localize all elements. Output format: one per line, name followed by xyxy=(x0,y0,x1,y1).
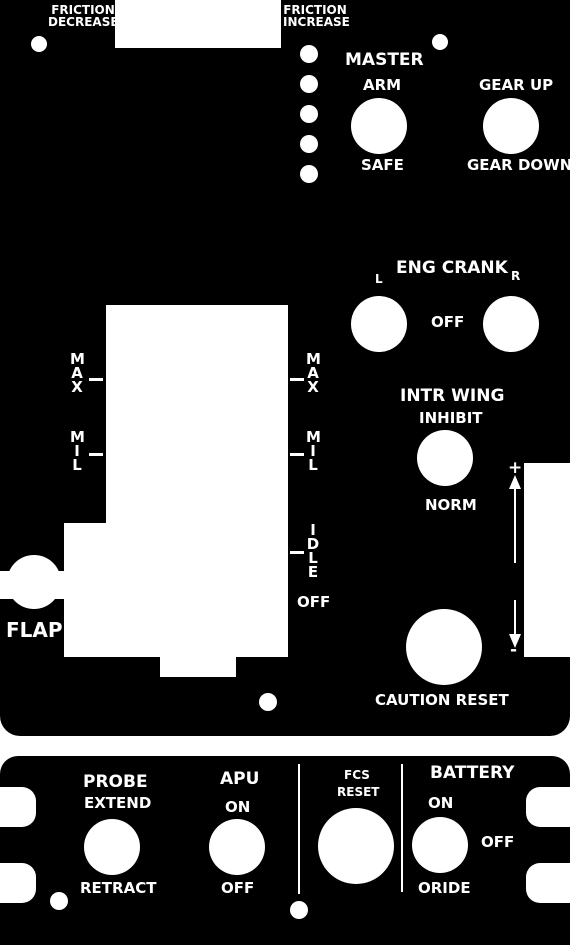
battery-title: BATTERY xyxy=(430,763,515,783)
right-mil-label: MIL xyxy=(306,428,321,474)
throttle-quadrant-panel: FRICTION DECREASE FRICTION INCREASE MAST… xyxy=(0,0,570,736)
fcs-reset-label: RESET xyxy=(337,785,380,799)
top-cutout xyxy=(115,0,281,48)
probe-retract-label: RETRACT xyxy=(80,879,157,897)
right-idle-tick xyxy=(290,551,304,554)
master-arm-switch[interactable] xyxy=(351,98,407,154)
eng-crank-right-knob[interactable] xyxy=(483,296,539,352)
probe-title: PROBE xyxy=(83,772,148,792)
flap-switch[interactable] xyxy=(7,555,61,609)
friction-indicator-dot xyxy=(300,135,318,153)
eng-crank-off-label: OFF xyxy=(431,313,465,331)
master-title: MASTER xyxy=(345,50,424,70)
gear-down-label: GEAR DOWN xyxy=(467,156,570,174)
master-arm-label: ARM xyxy=(363,76,402,94)
right-mil-tick xyxy=(290,453,304,456)
divider-line xyxy=(298,764,300,894)
intr-wing-norm-label: NORM xyxy=(425,496,477,514)
battery-oride-label: ORIDE xyxy=(418,879,471,897)
intr-wing-title: INTR WING xyxy=(400,386,505,406)
screw-hole xyxy=(50,892,68,910)
screw-hole xyxy=(31,36,47,52)
probe-switch[interactable] xyxy=(84,819,140,875)
left-mil-label: MIL xyxy=(70,428,85,474)
right-max-label: MAX xyxy=(306,350,321,396)
fcs-reset-button[interactable] xyxy=(318,808,394,884)
gear-up-label: GEAR UP xyxy=(479,76,554,94)
friction-indicator-dot xyxy=(300,165,318,183)
friction-indicator-dot xyxy=(300,105,318,123)
divider-line xyxy=(401,764,403,892)
probe-extend-label: EXTEND xyxy=(84,794,152,812)
screw-hole xyxy=(290,901,308,919)
friction-increase-label: FRICTION INCREASE xyxy=(283,3,350,29)
left-max-tick xyxy=(89,378,103,381)
friction-indicator-dot xyxy=(300,45,318,63)
mounting-slot xyxy=(526,787,570,827)
battery-on-label: ON xyxy=(428,794,454,812)
right-max-tick xyxy=(290,378,304,381)
master-safe-label: SAFE xyxy=(361,156,404,174)
eng-crank-right-label: R xyxy=(511,269,521,283)
battery-switch[interactable] xyxy=(412,817,468,873)
trim-arrow-up-icon xyxy=(509,475,521,563)
intr-wing-inhibit-label: INHIBIT xyxy=(419,409,483,427)
mounting-slot xyxy=(526,863,570,903)
caution-reset-button[interactable] xyxy=(406,609,482,685)
throttle-off-label: OFF xyxy=(297,593,331,611)
caution-reset-label: CAUTION RESET xyxy=(375,691,509,709)
left-max-label: MAX xyxy=(70,350,85,396)
flap-label: FLAP xyxy=(6,618,63,642)
apu-switch[interactable] xyxy=(209,819,265,875)
trim-minus-label: - xyxy=(510,640,518,660)
friction-decrease-label: FRICTION DECREASE xyxy=(48,3,119,29)
eng-crank-left-knob[interactable] xyxy=(351,296,407,352)
fcs-title: FCS xyxy=(344,768,370,782)
gear-switch[interactable] xyxy=(483,98,539,154)
left-mil-tick xyxy=(89,453,103,456)
lower-switch-panel: PROBE EXTEND RETRACT APU ON OFF FCS RESE… xyxy=(0,756,570,945)
right-idle-label: IDLE xyxy=(306,521,320,581)
screw-hole xyxy=(259,693,277,711)
screw-hole xyxy=(432,34,448,50)
trim-cutout xyxy=(524,463,570,657)
battery-off-label: OFF xyxy=(481,833,515,851)
trim-arrow-down-icon xyxy=(509,600,521,648)
apu-on-label: ON xyxy=(225,798,251,816)
trim-plus-label: + xyxy=(508,458,523,478)
friction-indicator-dot xyxy=(300,75,318,93)
eng-crank-title: ENG CRANK xyxy=(396,258,508,278)
apu-title: APU xyxy=(220,769,260,789)
eng-crank-left-label: L xyxy=(375,272,383,286)
intr-wing-switch[interactable] xyxy=(417,430,473,486)
throttle-slot-step xyxy=(64,523,108,657)
throttle-slot-bottom xyxy=(160,600,236,677)
mounting-slot xyxy=(0,787,36,827)
apu-off-label: OFF xyxy=(221,879,255,897)
mounting-slot xyxy=(0,863,36,903)
